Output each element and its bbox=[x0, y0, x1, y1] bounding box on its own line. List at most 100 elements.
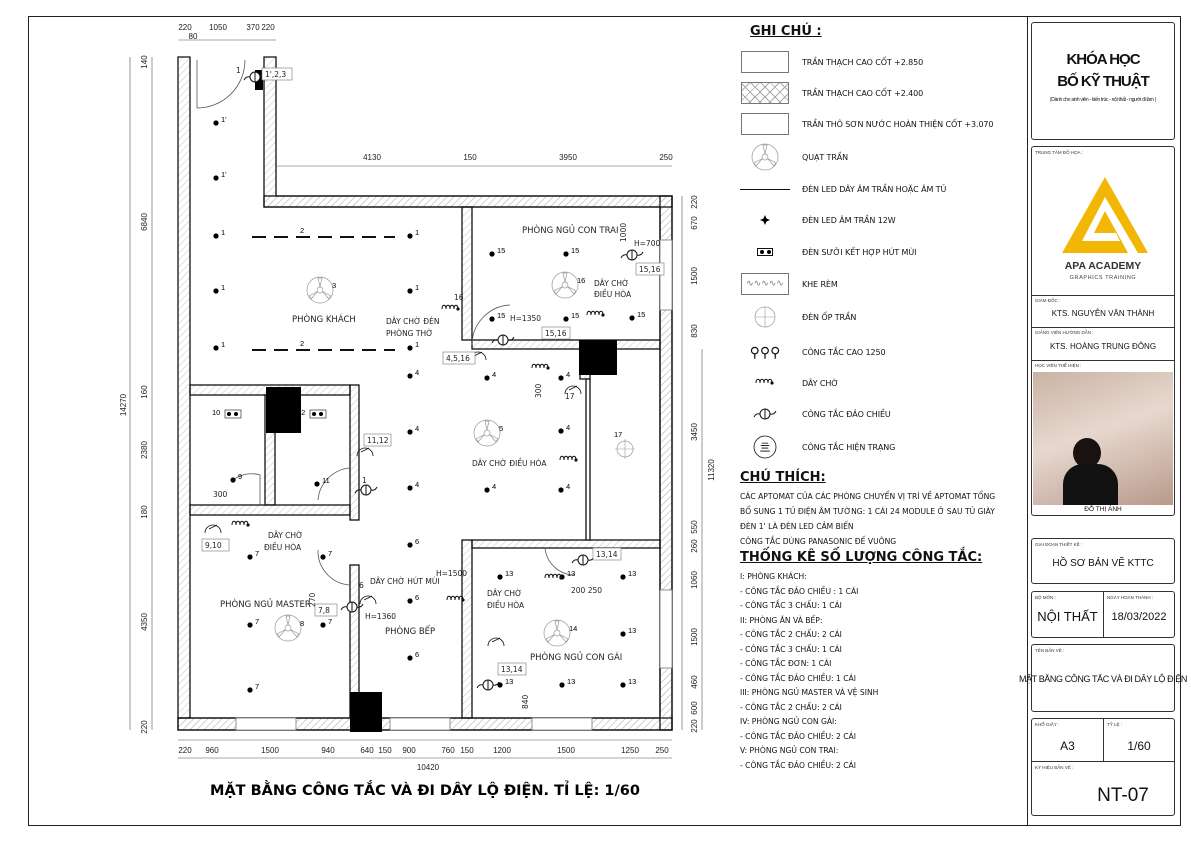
fixture-number: 15 bbox=[571, 311, 579, 320]
ceiling-light-icon bbox=[740, 305, 790, 329]
led-downlight-icon bbox=[620, 631, 626, 637]
led-downlight-icon bbox=[407, 542, 413, 548]
dept-label: BỘ MÔN : bbox=[1035, 595, 1056, 600]
annotation-dim-300-b: 300 bbox=[213, 490, 228, 499]
dimension-label: 150 bbox=[460, 746, 474, 755]
led-downlight-icon bbox=[407, 598, 413, 604]
center-label: TRUNG TÂM ĐỒ HỌA : bbox=[1035, 150, 1083, 155]
dimension-label: 1200 bbox=[493, 746, 511, 755]
wire-standby-icon bbox=[441, 304, 461, 312]
dimension-label: 940 bbox=[321, 746, 335, 755]
gypsum-ceiling-2850-swatch bbox=[740, 50, 790, 74]
led-downlight-icon bbox=[407, 233, 413, 239]
annotation-h1360: H=1360 bbox=[365, 612, 396, 621]
legend-label: CÔNG TẮC HIỆN TRẠNG bbox=[802, 442, 896, 452]
led-downlight-icon bbox=[230, 477, 236, 483]
legend-label: TRẦN THẠCH CAO CỐT +2.400 bbox=[802, 88, 924, 98]
legend-label: DÂY CHỜ bbox=[802, 378, 839, 388]
annotation-master-ac-2: ĐIỀU HÒA bbox=[264, 542, 302, 552]
annotation-entry-tag: 1',2,3 bbox=[265, 70, 286, 79]
fixture-number: 7 bbox=[255, 549, 259, 558]
annotation-altar-num: 16 bbox=[454, 293, 464, 302]
legend-item: ⚲⚲⚲CÔNG TẮC CAO 1250 bbox=[740, 339, 1020, 365]
fixture-number: 14 bbox=[569, 624, 577, 633]
led-downlight-icon bbox=[407, 655, 413, 661]
dimension-label: 220 bbox=[261, 23, 275, 32]
course-title-1: KHÓA HỌC bbox=[1066, 51, 1140, 68]
annotation-hood-wire: DÂY CHỜ HÚT MÙI bbox=[370, 577, 440, 586]
dimension-label: 1500 bbox=[690, 628, 699, 646]
room-name: PHÒNG KHÁCH bbox=[292, 313, 356, 325]
annotation-dim-1000: 1000 bbox=[619, 223, 628, 242]
course-panel: KHÓA HỌC BỐ KỸ THUẬT (Dành cho sinh viên… bbox=[1031, 22, 1175, 140]
note-item: BỔ SUNG 1 TỦ ĐIỆN ÂM TƯỜNG: 1 CÁI 24 MOD… bbox=[740, 507, 995, 516]
fixture-number: 15 bbox=[637, 310, 645, 319]
led-downlight-icon bbox=[213, 175, 219, 181]
annotation-dim-840: 840 bbox=[521, 694, 530, 709]
existing-switch-icon bbox=[564, 385, 582, 395]
dimension-label: 220 bbox=[178, 23, 192, 32]
led-strip-icon bbox=[740, 177, 790, 201]
fixture-number: 10 bbox=[212, 408, 220, 417]
note-item: ĐÈN 1' LÀ ĐÈN LED CẢM BIẾN bbox=[740, 522, 854, 531]
director-name: KTS. NGUYỄN VĂN THÀNH bbox=[1051, 309, 1155, 318]
stats-item: - CÔNG TẮC 2 CHẤU: 2 CÁI bbox=[740, 630, 842, 639]
annotation-altar-wire-2: PHÒNG THỜ bbox=[386, 329, 433, 338]
fixture-number: 13 bbox=[628, 626, 636, 635]
sheet-panel: KHỔ GIẤY : A3 TỶ LỆ : 1/60 KÝ HIỆU BẢN V… bbox=[1031, 718, 1175, 816]
student-photo bbox=[1033, 372, 1173, 505]
led-downlight-icon bbox=[407, 373, 413, 379]
dimension-label: 220 bbox=[178, 746, 192, 755]
dept-date-panel: BỘ MÔN : NỘI THẤT NGÀY HOÀN THÀNH : 18/0… bbox=[1031, 591, 1175, 638]
stats-item: - CÔNG TẮC ĐẢO CHIỀU: 2 CÁI bbox=[740, 760, 856, 770]
legend-item: TRẦN THẠCH CAO CỐT +2.400 bbox=[740, 80, 1020, 106]
drawing-name-label: TÊN BẢN VẼ : bbox=[1035, 648, 1065, 653]
scale-label: TỶ LỆ : bbox=[1107, 722, 1123, 727]
fixture-number: 1 bbox=[221, 283, 225, 292]
annotation-dining-ac: DÂY CHỜ ĐIỀU HÒA bbox=[472, 458, 547, 468]
fixture-number: 1 bbox=[415, 283, 419, 292]
dimension-label: 6840 bbox=[140, 213, 149, 231]
fixture-number: 4 bbox=[492, 370, 496, 379]
annotation-boy-ac-1: DÂY CHỜ bbox=[594, 279, 629, 288]
annotation-living-tag: 4,5,16 bbox=[446, 354, 470, 363]
curtain-slot-icon: ∿∿∿∿∿ bbox=[740, 272, 790, 296]
windows bbox=[235, 239, 673, 731]
wire-standby-icon bbox=[544, 573, 564, 581]
drawing-name: MẶT BẰNG CÔNG TẮC VÀ ĐI DÂY LỘ ĐIỆN bbox=[1018, 674, 1188, 684]
annotation-boy-tag2: 15,16 bbox=[545, 329, 567, 338]
led-downlight-icon bbox=[213, 288, 219, 294]
led-downlight-icon bbox=[489, 251, 495, 257]
course-title-2: BỐ KỸ THUẬT bbox=[1057, 73, 1150, 90]
legend-label: ĐÈN ỐP TRẦN bbox=[802, 312, 857, 322]
led-downlight-icon bbox=[407, 429, 413, 435]
center-panel: TRUNG TÂM ĐỒ HỌA : APA ACADEMY GRAPHICS … bbox=[1031, 146, 1175, 516]
ceiling-fan-icon bbox=[306, 276, 334, 304]
stage-panel: GIAI ĐOẠN THIẾT KẾ : HỒ SƠ BẢN VẼ KTTC bbox=[1031, 538, 1175, 584]
fixture-number: 7 bbox=[255, 682, 259, 691]
logo-name: APA ACADEMY bbox=[1064, 260, 1142, 272]
dimension-label: 760 bbox=[441, 746, 455, 755]
heater-fan-icon bbox=[740, 240, 790, 264]
fixture-number: 1 bbox=[221, 228, 225, 237]
existing-switch-icon bbox=[204, 524, 222, 534]
led-downlight-icon bbox=[314, 481, 320, 487]
annotation-h1350: H=1350 bbox=[510, 314, 541, 323]
fixture-number: 7 bbox=[255, 617, 259, 626]
annotation-wc-tag: 11,12 bbox=[367, 436, 389, 445]
dimension-label: 550 bbox=[690, 520, 699, 534]
led-downlight-icon bbox=[213, 120, 219, 126]
fixture-number: 4 bbox=[566, 482, 570, 491]
dimension-label: 250 bbox=[659, 153, 673, 162]
led-downlight-icon bbox=[484, 487, 490, 493]
fixture-number: 13 bbox=[628, 569, 636, 578]
dimension-label: 150 bbox=[378, 746, 392, 755]
dimension-label: 220 bbox=[140, 720, 149, 734]
annotation-girl-tag1: 13,14 bbox=[596, 550, 618, 559]
fixture-number: 15 bbox=[571, 246, 579, 255]
dimension-label: 2380 bbox=[140, 441, 149, 459]
annotation-master-ac-1: DÂY CHỜ bbox=[268, 531, 303, 540]
dimension-label: 140 bbox=[140, 55, 149, 69]
